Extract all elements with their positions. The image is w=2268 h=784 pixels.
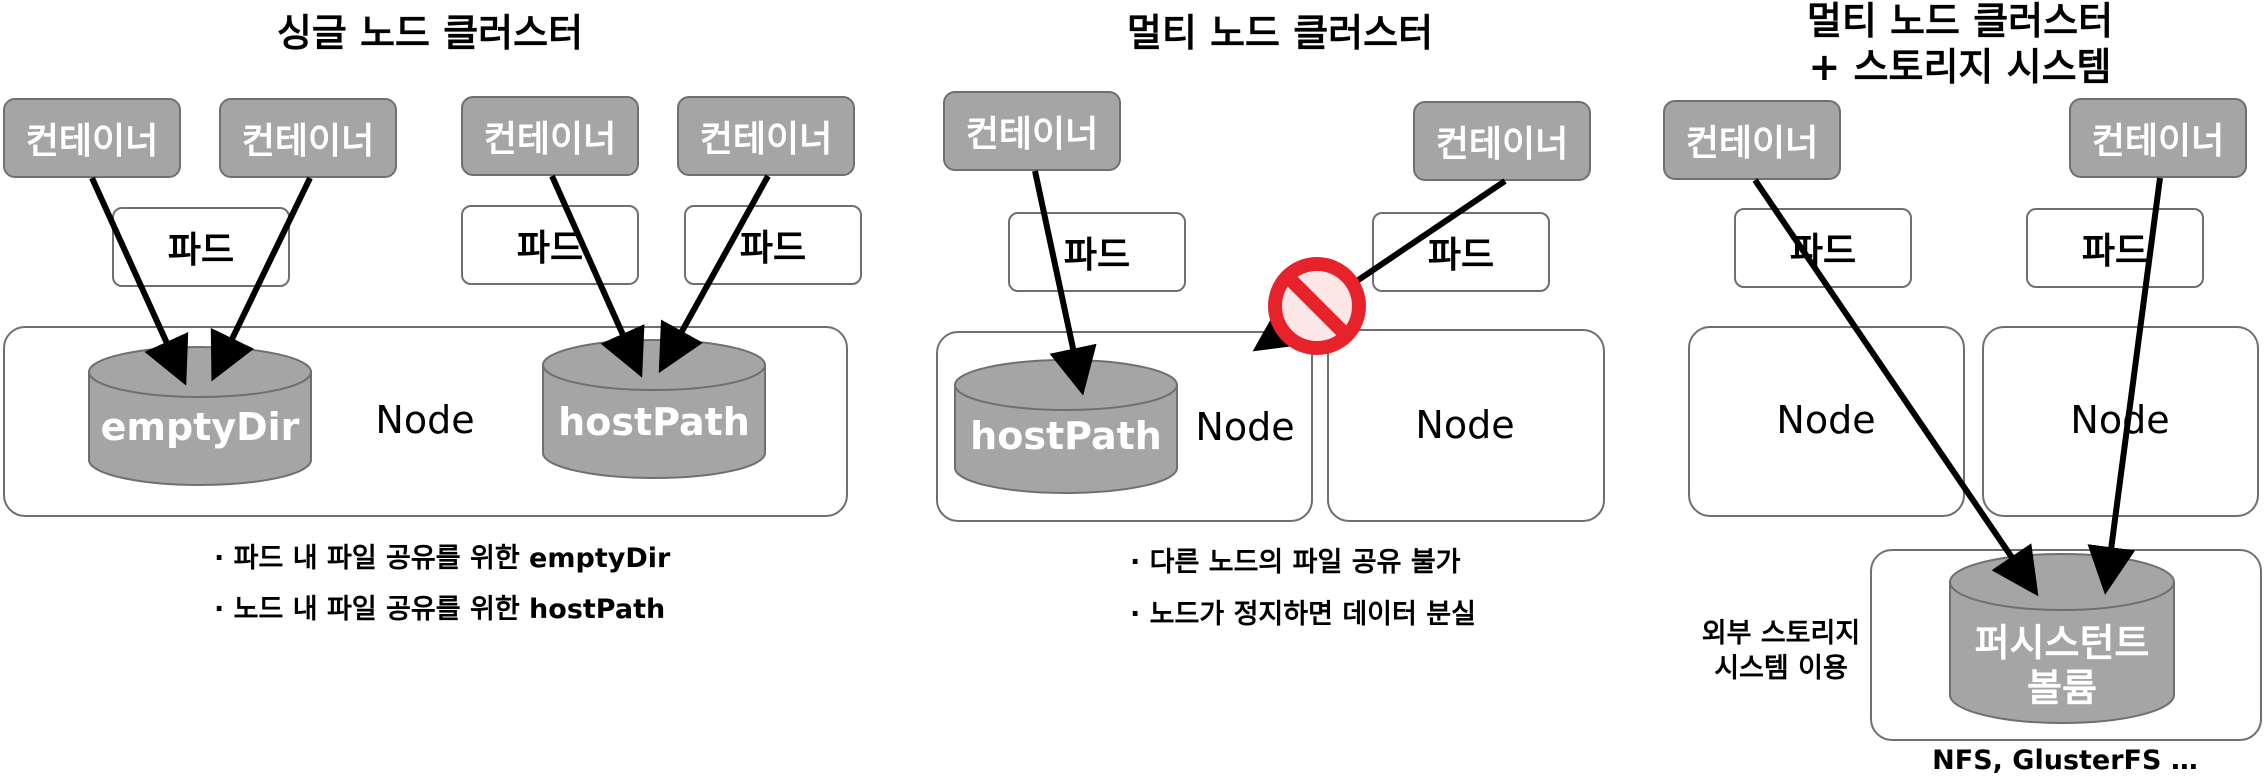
external-storage-label-2: 시스템 이용 <box>1714 653 1848 684</box>
container-4: 컨테이너 <box>677 96 855 176</box>
emptydir-label: emptyDir <box>100 405 300 449</box>
arrow-c1-emptydir <box>89 176 189 386</box>
pod-1: 파드 <box>112 207 290 287</box>
container-6: 컨테이너 <box>1413 101 1591 181</box>
multi-note-2: · 노드가 정지하면 데이터 분실 <box>1130 599 1476 630</box>
arrow-c2-emptydir <box>210 176 313 382</box>
pod-7: 파드 <box>2026 208 2204 288</box>
container-8: 컨테이너 <box>2069 98 2247 178</box>
container-2: 컨테이너 <box>219 98 397 178</box>
pod-2: 파드 <box>461 205 639 285</box>
multi-node-label-1: Node <box>1195 405 1295 449</box>
container-1: 컨테이너 <box>3 98 181 178</box>
arrow-c3-hostpath <box>549 174 645 378</box>
arrow-c7-volume <box>1752 178 2039 597</box>
storage-examples: NFS, GlusterFS … <box>1932 745 2198 776</box>
external-storage-label-1: 외부 스토리지 <box>1701 618 1861 649</box>
container-3: 컨테이너 <box>461 96 639 176</box>
hostpath-label-2: hostPath <box>970 414 1162 458</box>
pod-5: 파드 <box>1372 212 1550 292</box>
arrow-c4-hostpath <box>658 174 771 374</box>
storage-title-line1: 멀티 노드 클러스터 <box>1806 0 2114 43</box>
arrow-c8-volume <box>2087 177 2163 595</box>
storage-node-label-1: Node <box>1776 398 1876 442</box>
container-7: 컨테이너 <box>1663 100 1841 180</box>
storage-node-label-2: Node <box>2070 398 2170 442</box>
container-5: 컨테이너 <box>943 91 1121 171</box>
emptydir-cylinder <box>88 346 312 486</box>
single-note-1: · 파드 내 파일 공유를 위한 emptyDir <box>214 543 671 574</box>
storage-node-box-2 <box>1982 326 2259 517</box>
persistent-volume-label-1: 퍼시스턴트 <box>1974 621 2150 665</box>
single-note-2: · 노드 내 파일 공유를 위한 hostPath <box>214 594 666 625</box>
multi-node-box-2 <box>1327 329 1605 522</box>
hostpath-cylinder-1 <box>542 339 766 479</box>
persistent-volume-label-2: 볼륨 <box>2027 666 2097 710</box>
hostpath-label-1: hostPath <box>558 400 750 444</box>
multi-note-1: · 다른 노드의 파일 공유 불가 <box>1130 547 1461 578</box>
storage-title-line2: + 스토리지 시스템 <box>1808 45 2112 89</box>
multi-node-title: 멀티 노드 클러스터 <box>1126 11 1434 55</box>
pod-4: 파드 <box>1008 212 1186 292</box>
prohibited-icon <box>1268 257 1366 355</box>
arrow-c5-hostpath <box>1032 170 1097 396</box>
single-node-title: 싱글 노드 클러스터 <box>276 11 584 55</box>
multi-node-label-2: Node <box>1415 403 1515 447</box>
single-node-label: Node <box>375 398 475 442</box>
